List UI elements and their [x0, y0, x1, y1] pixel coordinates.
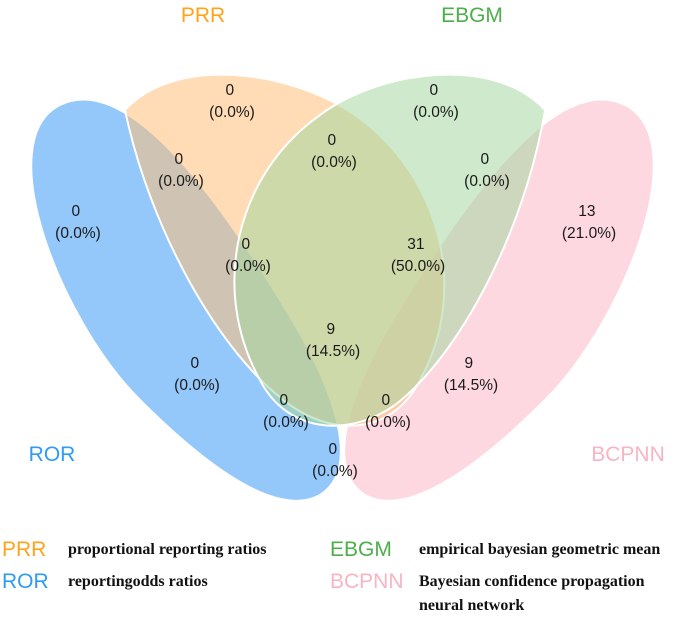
- region-all-four: 9 (14.5%): [306, 321, 360, 360]
- region-ror-ebgm-bcpnn: 0 (0.0%): [263, 392, 309, 431]
- region-ror-prr-bcpnn: 0 (0.0%): [365, 392, 411, 431]
- region-prr-ebgm: 0 (0.0%): [311, 132, 357, 171]
- region-prr-ebgm-bcpnn: 31 (50.0%): [391, 236, 445, 275]
- region-ebgm-only: 0 (0.0%): [413, 82, 459, 121]
- legend-ebgm-desc: empirical bayesian geometric mean: [419, 541, 661, 558]
- region-prr-bcpnn: 9 (14.5%): [444, 355, 498, 394]
- ebgm-set-label: EBGM: [441, 4, 503, 27]
- set-shapes: [30, 73, 655, 502]
- region-ebgm-bcpnn: 0 (0.0%): [464, 151, 510, 190]
- legend-ror-abbr: ROR: [2, 570, 49, 593]
- region-ror-prr-ebgm: 0 (0.0%): [225, 236, 271, 275]
- region-ror-only: 0 (0.0%): [55, 203, 101, 242]
- legend-prr-abbr: PRR: [2, 538, 47, 561]
- ror-set-label: ROR: [29, 443, 76, 466]
- legend-ror-desc: reportingodds ratios: [68, 573, 208, 590]
- legend-ebgm-abbr: EBGM: [330, 538, 392, 561]
- prr-set-label: PRR: [181, 4, 225, 27]
- region-ror-ebgm: 0 (0.0%): [174, 355, 220, 394]
- region-ror-bcpnn: 0 (0.0%): [312, 441, 358, 480]
- region-labels: 0 (0.0%) 0 (0.0%) 0 (0.0%) 0 (0.0%) 0 (0…: [55, 82, 616, 480]
- bcpnn-set-label: BCPNN: [591, 443, 665, 466]
- legend-bcpnn-desc-line1: Bayesian confidence propagation: [419, 573, 645, 590]
- region-ror-prr: 0 (0.0%): [158, 151, 204, 190]
- region-prr-only: 0 (0.0%): [209, 82, 255, 121]
- legend-bcpnn-desc-line2: neural network: [419, 597, 525, 614]
- legend-prr-desc: proportional reporting ratios: [68, 541, 267, 558]
- region-bcpnn-only: 13 (21.0%): [562, 203, 616, 242]
- legend-bcpnn-abbr: BCPNN: [330, 570, 404, 593]
